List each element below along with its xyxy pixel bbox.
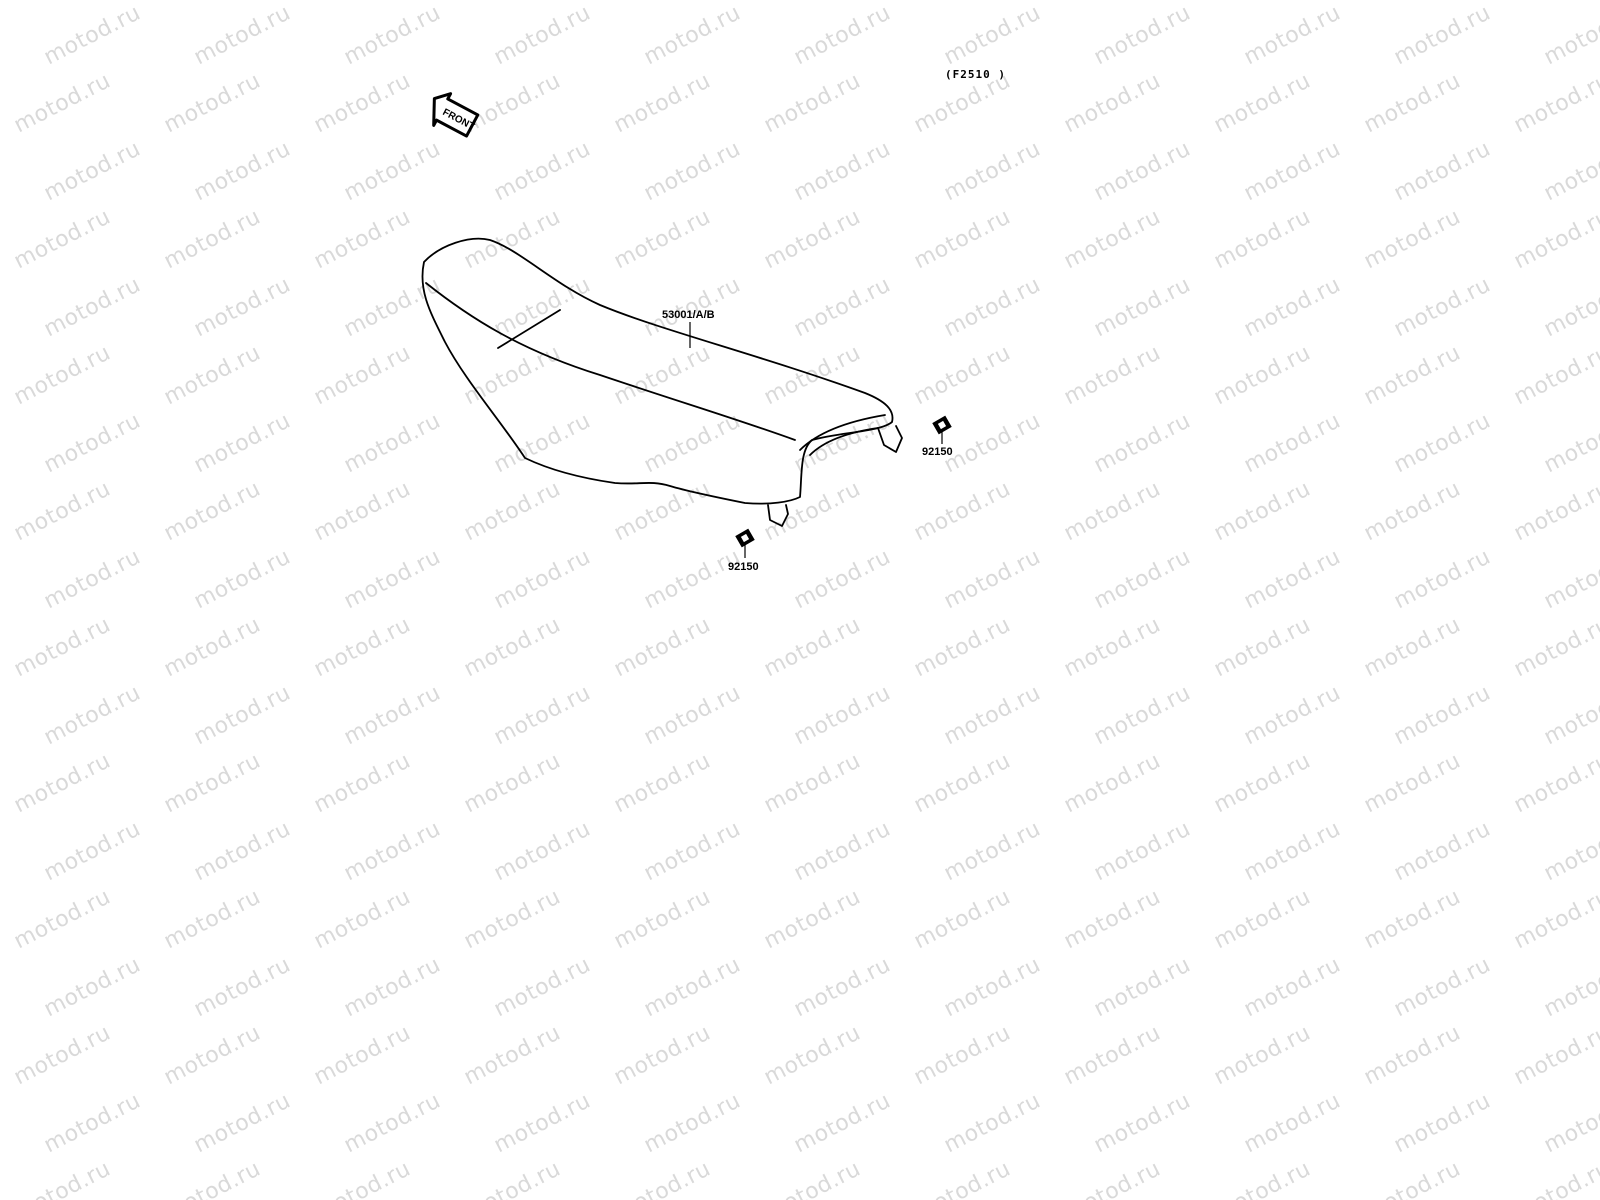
- seat-top-seam: [425, 282, 796, 441]
- bolt-front-icon: [735, 528, 755, 548]
- seat-outline: [421, 237, 894, 505]
- part-label-bolt-rear: 92150: [922, 446, 953, 458]
- rear-bracket: [877, 425, 903, 453]
- seat-crease: [497, 309, 561, 349]
- seat-rear-edge: [799, 414, 886, 451]
- front-arrow-icon: FRONT: [432, 92, 480, 138]
- part-label-seat: 53001/A/B: [662, 309, 715, 321]
- part-label-bolt-front: 92150: [728, 561, 759, 573]
- reference-code: (F2510 ): [945, 68, 1006, 81]
- seat-tail-inner: [809, 427, 879, 456]
- seat-drawing: [421, 237, 903, 527]
- bolt-rear-icon: [932, 415, 952, 435]
- front-bracket: [767, 504, 789, 527]
